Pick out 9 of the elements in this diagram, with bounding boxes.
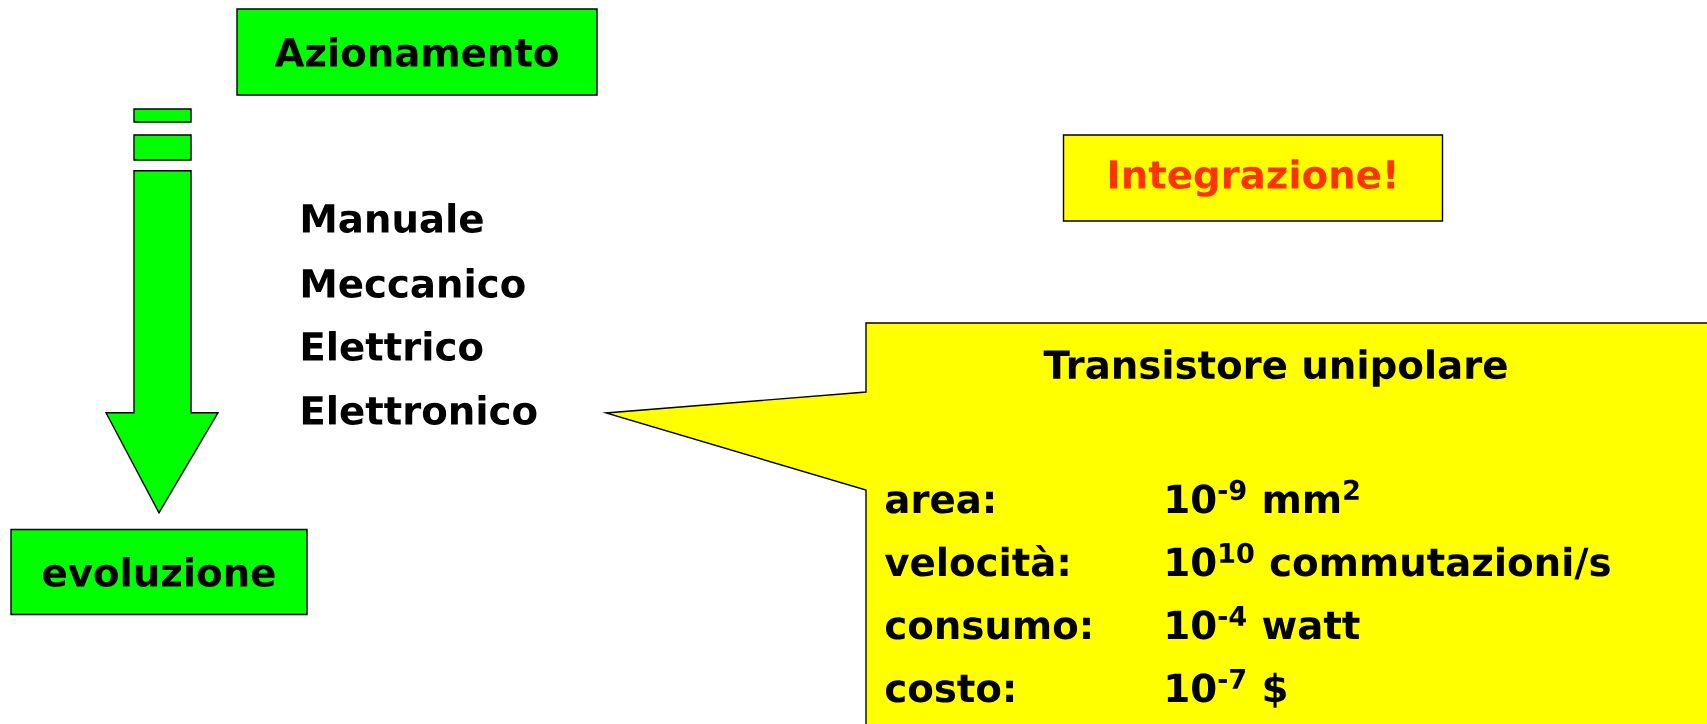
arrow	[104, 108, 220, 515]
label-box: Integrazione!	[1062, 134, 1444, 222]
list-item: Manuale	[302, 203, 483, 233]
callout-box: Transistore unipolare area: 10$^{-9}$ mm$^{2}$ velocità: 10$^{10}$ commutazioni/s consumo: 10$^{-4}$ watt costo: 10$^{-7}$ $	[602, 322, 1707, 724]
list-item: Elettronico	[302, 395, 537, 425]
label-box: evoluzione	[10, 528, 308, 616]
list-item: Elettrico	[302, 331, 483, 361]
list-item: Meccanico	[302, 268, 525, 298]
label-box: Azionamento	[236, 8, 598, 96]
